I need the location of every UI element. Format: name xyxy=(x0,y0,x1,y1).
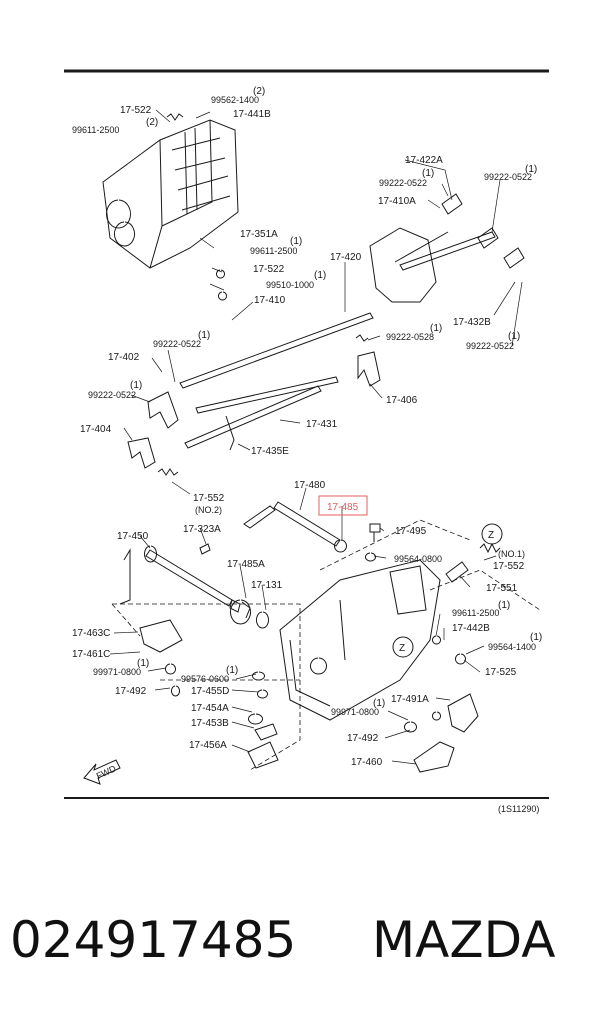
part-labels: 17-522 (2) 99562-1400 (2) 99611-2500 17-… xyxy=(72,86,542,814)
qty-label: (1) xyxy=(130,380,142,391)
part-label: 17-351A xyxy=(240,229,278,240)
fwd-arrow-icon xyxy=(83,759,121,785)
transmission-case-drawing xyxy=(102,119,239,269)
qty-label: (1) xyxy=(430,323,442,334)
exploded-parts-diagram: 17-522 (2) 99562-1400 (2) 99611-2500 17-… xyxy=(64,69,549,814)
assembly-guides xyxy=(111,519,541,771)
qty-label: (1) xyxy=(198,330,210,341)
qty-label: (1) xyxy=(498,600,510,611)
part-label: 17-551 xyxy=(486,583,518,594)
part-label: 99222-0522 xyxy=(88,390,136,400)
part-label: 17-480 xyxy=(294,480,326,491)
part-label: 99222-0522 xyxy=(153,339,201,349)
part-label: 17-463C xyxy=(72,628,110,639)
diagram-code: (1S11290) xyxy=(498,804,539,814)
part-label: 17-460 xyxy=(351,757,383,768)
part-label: 17-492 xyxy=(347,733,379,744)
zone-label: Z xyxy=(488,530,494,541)
qty-label: (1) xyxy=(530,632,542,643)
qty-label: (1) xyxy=(422,168,434,179)
part-label: 17-461C xyxy=(72,649,110,660)
qty-label: (1) xyxy=(525,164,537,175)
part-label: 17-402 xyxy=(108,352,140,363)
part-label: 17-491A xyxy=(391,694,429,705)
leader-lines xyxy=(109,109,523,765)
part-number: 024917485 xyxy=(10,911,297,969)
part-label: 99971-0800 xyxy=(331,707,379,717)
cover-plate-drawing xyxy=(369,227,437,303)
part-label: 99222-0522 xyxy=(379,178,427,188)
part-label: 17-422A xyxy=(405,155,443,166)
part-label: 99564-0800 xyxy=(394,554,442,564)
part-label: 99564-1400 xyxy=(488,642,536,652)
qty-label: (1) xyxy=(137,658,149,669)
small-parts xyxy=(139,193,525,773)
part-label: 17-522 xyxy=(253,264,285,275)
shift-forks xyxy=(127,351,381,469)
part-label: 99510-1000 xyxy=(266,280,314,290)
extension-housing-drawing xyxy=(279,559,441,721)
part-label: 99576-0600 xyxy=(181,674,229,684)
part-label: 17-552 xyxy=(193,493,225,504)
part-label: 17-406 xyxy=(386,395,418,406)
qty-label: (2) xyxy=(146,117,158,128)
part-label: 17-552 xyxy=(493,561,525,572)
qty-label: (1) xyxy=(373,698,385,709)
part-label: 17-453B xyxy=(191,718,229,729)
part-label: 17-410A xyxy=(378,196,416,207)
part-label: 17-323A xyxy=(183,524,221,535)
part-label: 17-131 xyxy=(251,580,283,591)
springs xyxy=(157,113,501,554)
part-label: 17-525 xyxy=(485,667,517,678)
part-label: 99222-0522 xyxy=(484,172,532,182)
part-label: 17-522 xyxy=(120,105,152,116)
part-label: 17-431 xyxy=(306,419,338,430)
part-label: 99611-2500 xyxy=(250,246,297,256)
part-label: 17-454A xyxy=(191,703,229,714)
part-label: 99971-0800 xyxy=(93,667,141,677)
part-label: 99222-0528 xyxy=(386,332,434,342)
part-label: 17-435E xyxy=(251,446,289,457)
qty-label: (2) xyxy=(253,86,265,97)
zone-label: Z xyxy=(399,643,405,654)
part-label: 17-456A xyxy=(189,740,227,751)
part-label: 17-442B xyxy=(452,623,490,634)
qty-label: (1) xyxy=(290,236,302,247)
zone-circle-icon xyxy=(392,636,414,658)
zone-circle-icon xyxy=(481,523,503,545)
part-label: (NO.2) xyxy=(195,505,222,515)
qty-label: (NO.1) xyxy=(498,549,525,559)
highlighted-part-label: 17-485 xyxy=(327,502,359,513)
part-label: 17-404 xyxy=(80,424,112,435)
part-label: 17-455D xyxy=(191,686,229,697)
qty-label: (1) xyxy=(314,270,326,281)
part-label: 99611-2500 xyxy=(72,125,119,135)
part-label: 17-485A xyxy=(227,559,265,570)
part-label: 17-432B xyxy=(453,317,491,328)
brand-name: MAZDA xyxy=(372,911,556,969)
qty-label: (1) xyxy=(508,331,520,342)
part-label: 17-450 xyxy=(117,531,149,542)
part-label: 17-410 xyxy=(254,295,286,306)
part-label: 17-420 xyxy=(330,252,362,263)
qty-label: (1) xyxy=(226,665,238,676)
part-label: 17-492 xyxy=(115,686,147,697)
part-label: 99611-2500 xyxy=(452,608,499,618)
part-label: 99222-0522 xyxy=(466,341,514,351)
shift-rods xyxy=(179,231,496,449)
highlight-box xyxy=(318,495,368,516)
caption-bar: 024917485 MAZDA xyxy=(0,900,600,980)
fwd-label: FWD xyxy=(95,763,118,781)
part-label: 17-495 xyxy=(395,526,427,537)
part-label: 17-441B xyxy=(233,109,271,120)
part-label: 99562-1400 xyxy=(211,95,259,105)
